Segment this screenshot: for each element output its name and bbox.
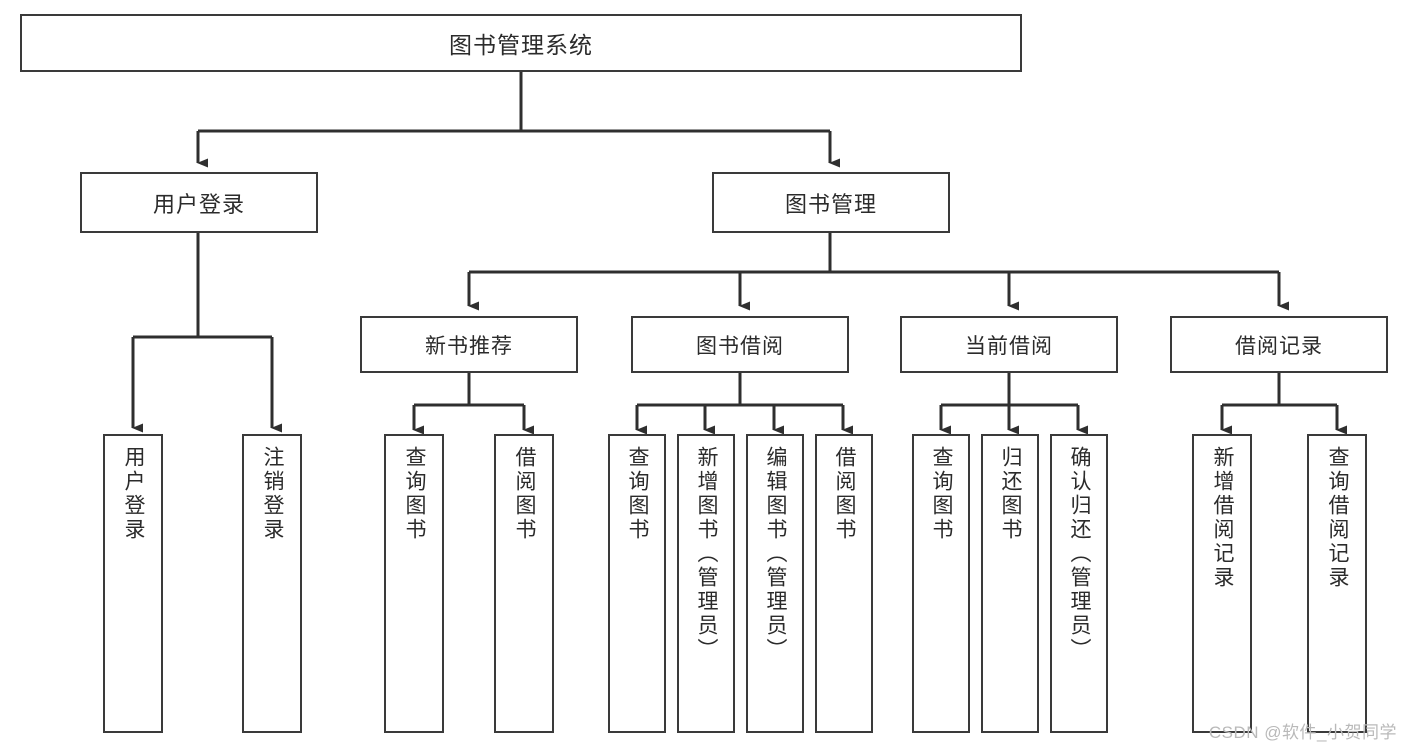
leaf-borrow-book-2-label: 借阅图书 <box>833 446 857 542</box>
node-user-login[interactable]: 用户登录 <box>80 172 318 233</box>
node-new-book-rec-label: 新书推荐 <box>425 334 513 358</box>
leaf-logout[interactable]: 注销登录 <box>242 434 302 733</box>
leaf-add-book[interactable]: 新增图书（管理员） <box>677 434 735 733</box>
node-new-book-rec[interactable]: 新书推荐 <box>360 316 578 373</box>
leaf-confirm-return-label: 确认归还（管理员） <box>1068 446 1092 662</box>
leaf-add-book-label: 新增图书（管理员） <box>695 446 719 662</box>
leaf-query-book-1-label: 查询图书 <box>403 446 427 542</box>
leaf-edit-book[interactable]: 编辑图书（管理员） <box>746 434 804 733</box>
leaf-add-record[interactable]: 新增借阅记录 <box>1192 434 1252 733</box>
leaf-query-book-2[interactable]: 查询图书 <box>608 434 666 733</box>
leaf-query-book-3-label: 查询图书 <box>930 446 954 542</box>
leaf-query-book-2-label: 查询图书 <box>626 446 650 542</box>
leaf-logout-label: 注销登录 <box>261 446 285 542</box>
node-current-borrow[interactable]: 当前借阅 <box>900 316 1118 373</box>
leaf-return-book[interactable]: 归还图书 <box>981 434 1039 733</box>
leaf-query-record-label: 查询借阅记录 <box>1326 446 1350 590</box>
leaf-add-record-label: 新增借阅记录 <box>1211 446 1235 590</box>
leaf-return-book-label: 归还图书 <box>999 446 1023 542</box>
node-current-borrow-label: 当前借阅 <box>965 334 1053 358</box>
watermark-text: CSDN @软件_小贺同学 <box>1208 723 1397 742</box>
leaf-user-login-label: 用户登录 <box>122 446 146 542</box>
node-book-manage-label: 图书管理 <box>784 191 877 217</box>
leaf-edit-book-label: 编辑图书（管理员） <box>764 446 788 662</box>
leaf-borrow-book-2[interactable]: 借阅图书 <box>815 434 873 733</box>
leaf-query-book-1[interactable]: 查询图书 <box>384 434 444 733</box>
node-root-label: 图书管理系统 <box>449 32 593 58</box>
leaf-borrow-book-1[interactable]: 借阅图书 <box>494 434 554 733</box>
node-user-login-label: 用户登录 <box>152 191 245 217</box>
leaf-borrow-book-1-label: 借阅图书 <box>513 446 537 542</box>
node-book-manage[interactable]: 图书管理 <box>712 172 950 233</box>
node-borrow-record-label: 借阅记录 <box>1235 334 1323 358</box>
node-book-borrow[interactable]: 图书借阅 <box>631 316 849 373</box>
node-root[interactable]: 图书管理系统 <box>20 14 1022 72</box>
node-book-borrow-label: 图书借阅 <box>696 334 784 358</box>
leaf-user-login[interactable]: 用户登录 <box>103 434 163 733</box>
leaf-confirm-return[interactable]: 确认归还（管理员） <box>1050 434 1108 733</box>
node-borrow-record[interactable]: 借阅记录 <box>1170 316 1388 373</box>
leaf-query-book-3[interactable]: 查询图书 <box>912 434 970 733</box>
leaf-query-record[interactable]: 查询借阅记录 <box>1307 434 1367 733</box>
